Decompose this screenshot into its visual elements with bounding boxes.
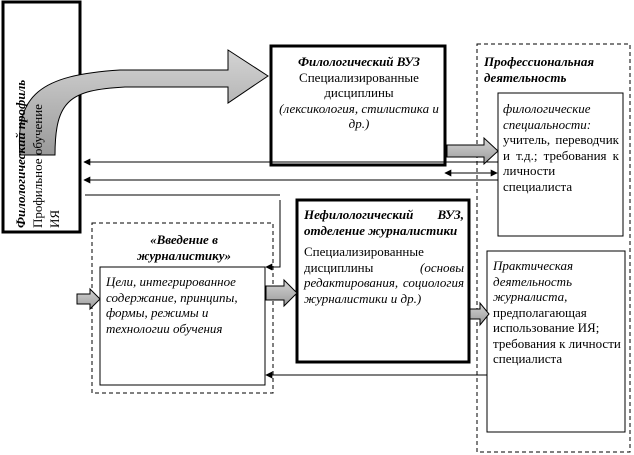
phil-uni-disciplines: Специализированные дисциплины	[299, 69, 419, 101]
phil-uni-examples: (лексикология, стилистика и др.)	[279, 100, 439, 132]
phil-uni-box	[269, 44, 447, 167]
nonphil-uni-box	[295, 198, 471, 364]
arrow-intro-to-nonphil	[265, 278, 298, 308]
profile-label-line3: ИЯ	[47, 209, 62, 228]
nonphil-uni-examples: (основы редактирования, социология журна…	[304, 259, 464, 306]
intro-journalism-title: «Введение в журналистику»	[136, 232, 232, 263]
phil-uni-title: Филологический ВУЗ	[297, 54, 421, 69]
prof-activity-title: Профессиональная деятельность	[484, 54, 595, 85]
philology-specs-box	[497, 92, 624, 237]
profile-label-line1: Филологический профиль	[13, 79, 28, 228]
arrow-philuni-to-philspec	[446, 136, 499, 166]
intro-content-box	[99, 266, 266, 386]
journalism-practice-rest: предполагающая использование ИЯ; требова…	[493, 304, 621, 367]
philology-specs-lead: филологические специальности:	[503, 101, 592, 132]
profile-label-line2: Профильное обучение	[30, 104, 45, 228]
nonphil-uni-disciplines: Специализированные дисциплины	[304, 244, 424, 275]
prof-activity-frame	[476, 43, 631, 453]
nonphil-uni-title: Нефилологический ВУЗ, отделение журналис…	[304, 207, 464, 238]
journalism-practice-lead: Практическая деятельность журналиста,	[493, 258, 574, 304]
philology-specs-text: филологические специальности: учитель, п…	[503, 101, 619, 194]
big-curved-arrow	[18, 49, 269, 156]
nonphil-uni-block: Нефилологический ВУЗ, отделение журналис…	[304, 207, 464, 306]
intro-journalism-frame	[91, 222, 274, 394]
intro-content-text: Цели, интегрированное содержание, принци…	[106, 274, 238, 336]
journalism-practice-text: Практическая деятельность журналиста, пр…	[493, 258, 621, 367]
arrow-into-intro	[76, 287, 101, 311]
philology-specs-rest: учитель, переводчик и т.д.; требования к…	[503, 132, 619, 194]
phil-uni-block: Филологический ВУЗ Специализированные ди…	[278, 54, 440, 132]
arrow-nonphil-to-practice	[469, 301, 490, 327]
line-dashed-to-intro	[265, 200, 281, 271]
journalism-practice-box	[486, 250, 626, 433]
